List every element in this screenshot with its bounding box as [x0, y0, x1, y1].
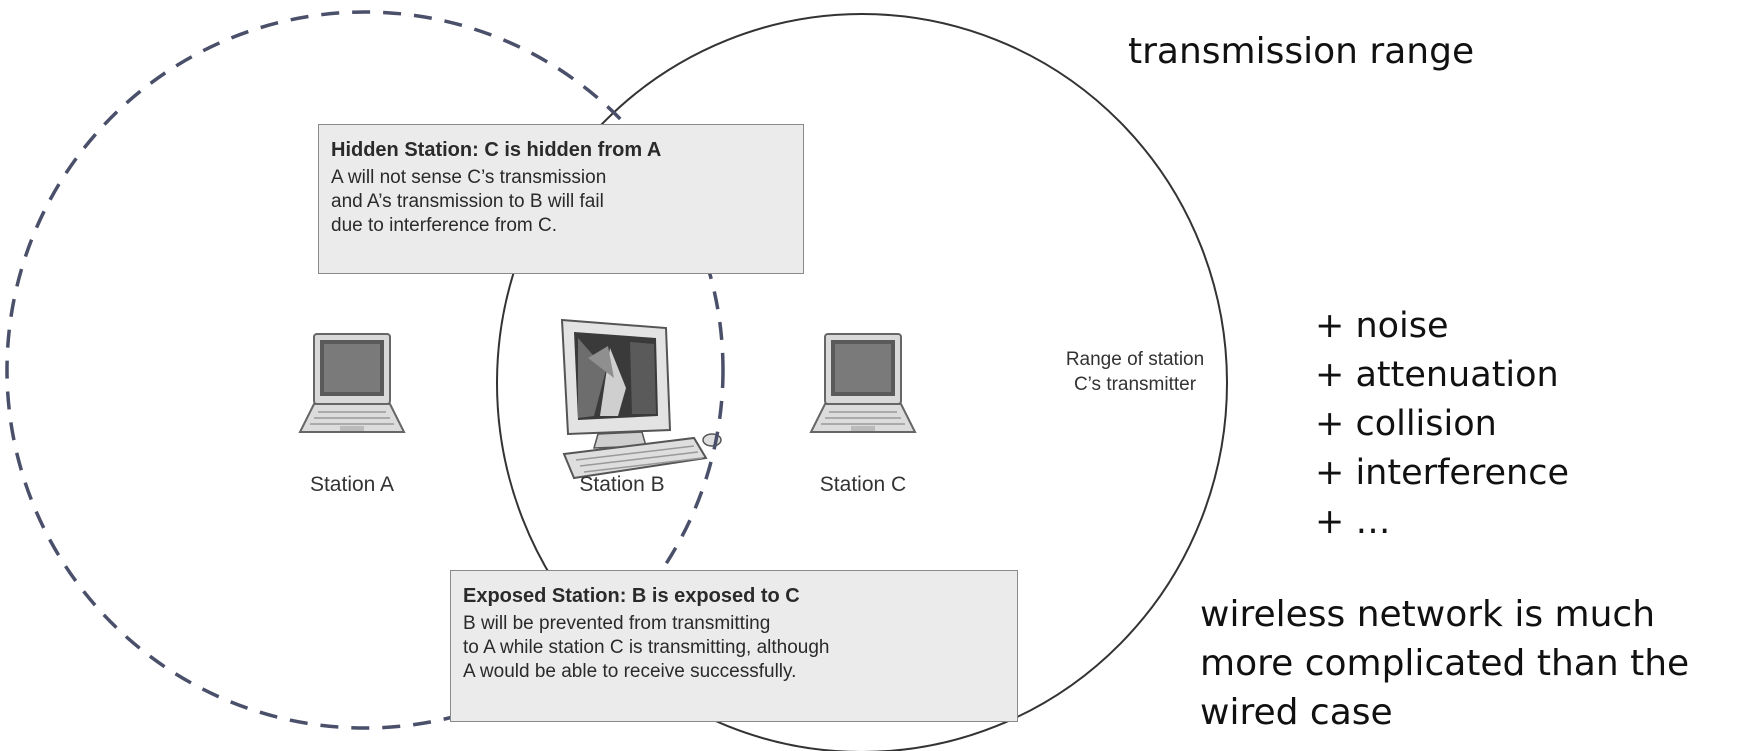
station-c-laptop-icon [809, 333, 917, 433]
exposed-station-box: Exposed Station: B is exposed to C B wil… [450, 570, 1018, 722]
factor-item: + collision [1315, 404, 1497, 444]
hidden-station-line-3: due to interference from C. [331, 215, 557, 236]
factor-item: + attenuation [1315, 355, 1559, 395]
station-a-range-dashed-circle [5, 10, 725, 730]
hidden-station-line-2: and A’s transmission to B will fail [331, 191, 604, 212]
station-c-label: Station C [819, 473, 907, 496]
complexity-note-line-3: wired case [1200, 692, 1393, 733]
factor-item: + … [1315, 502, 1391, 542]
station-a-label: Station A [309, 473, 395, 496]
hidden-station-line-1: A will not sense C’s transmission [331, 167, 607, 188]
exposed-station-title: Exposed Station: B is exposed to C [463, 585, 800, 607]
exposed-station-line-3: A would be able to receive successfully. [463, 661, 797, 682]
station-c-range-label: Range of station C’s transmitter [1065, 349, 1205, 395]
hidden-station-title: Hidden Station: C is hidden from A [331, 139, 662, 161]
station-b-desktop-icon [560, 318, 722, 480]
factor-item: + interference [1315, 453, 1569, 493]
station-c-range-circle [496, 13, 1228, 751]
complexity-note-line-1: wireless network is much [1200, 594, 1656, 635]
station-a-laptop-icon [298, 333, 406, 433]
station-b-label: Station B [579, 473, 665, 496]
transmission-range-heading: transmission range [1128, 31, 1475, 72]
exposed-station-line-1: B will be prevented from transmitting [463, 613, 771, 634]
exposed-station-line-2: to A while station C is transmitting, al… [463, 637, 830, 658]
factor-list: + noise + attenuation + collision + inte… [1315, 302, 1569, 547]
complexity-note: wireless network is much more complicate… [1200, 590, 1689, 737]
factor-item: + noise [1315, 306, 1449, 346]
hidden-station-box: Hidden Station: C is hidden from A A wil… [318, 124, 804, 274]
complexity-note-line-2: more complicated than the [1200, 643, 1690, 684]
